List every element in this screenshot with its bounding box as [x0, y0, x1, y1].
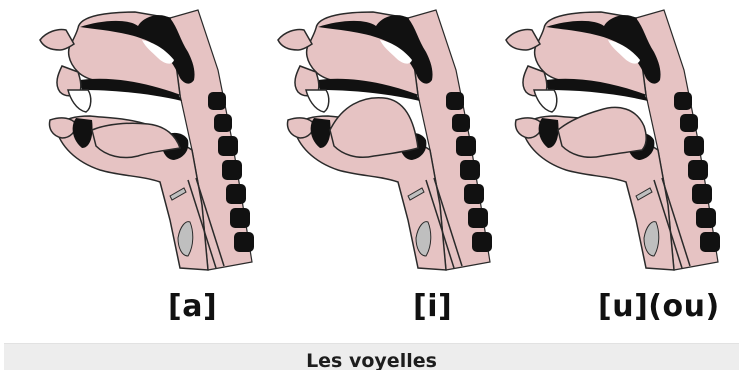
figure-caption: Les voyelles — [4, 349, 739, 370]
panel-i-head — [278, 10, 492, 270]
panel-u-head — [506, 10, 720, 270]
vowel-label-i: [i] — [413, 290, 452, 324]
tongue-u — [558, 107, 646, 157]
panel-a-head — [40, 10, 254, 270]
vowel-label-a: [a] — [168, 290, 217, 324]
tongue-i — [330, 98, 418, 158]
caption-bar: Les voyelles — [4, 343, 739, 370]
vowel-label-u: [u](ou) — [598, 290, 720, 324]
